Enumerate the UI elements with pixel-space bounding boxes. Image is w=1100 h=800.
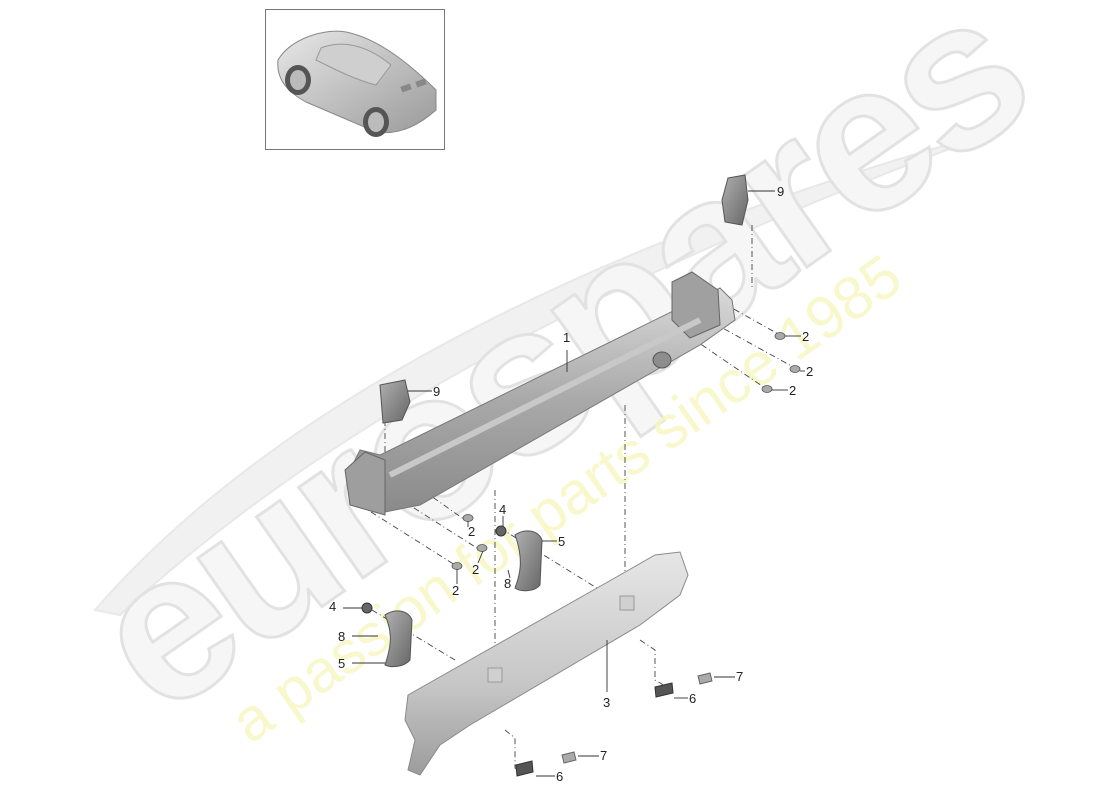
vehicle-thumbnail	[265, 9, 445, 150]
callout-8[interactable]: 8	[338, 629, 346, 644]
callout-3[interactable]: 3	[603, 695, 611, 710]
part-6-clip-right	[654, 682, 674, 698]
part-4-nut-lower	[361, 602, 373, 614]
callout-4[interactable]: 4	[499, 502, 507, 517]
part-5-bracket-lower	[384, 610, 413, 668]
part-7-clip-left	[561, 751, 577, 764]
callout-2[interactable]: 2	[452, 583, 460, 598]
callout-9[interactable]: 9	[433, 384, 441, 399]
callout-2[interactable]: 2	[472, 562, 480, 577]
callout-2[interactable]: 2	[806, 364, 814, 379]
part-1-beam	[344, 271, 736, 516]
part-9-bracket-right	[721, 174, 749, 226]
part-6-clip-left	[515, 760, 534, 777]
callout-5[interactable]: 5	[558, 534, 566, 549]
callout-1[interactable]: 1	[563, 330, 571, 345]
part-7-clip-right	[697, 672, 713, 685]
part-5-bracket-upper	[514, 530, 543, 592]
part-2-bolts	[451, 332, 801, 570]
callout-5[interactable]: 5	[338, 656, 346, 671]
callout-2[interactable]: 2	[789, 383, 797, 398]
callout-9[interactable]: 9	[777, 184, 785, 199]
car-icon	[277, 30, 437, 137]
callout-6[interactable]: 6	[556, 769, 564, 784]
callout-7[interactable]: 7	[600, 748, 608, 763]
callout-7[interactable]: 7	[736, 669, 744, 684]
callout-6[interactable]: 6	[689, 691, 697, 706]
callout-2[interactable]: 2	[468, 524, 476, 539]
callout-4[interactable]: 4	[329, 599, 337, 614]
callout-8[interactable]: 8	[504, 576, 512, 591]
part-4-nut-upper	[495, 525, 507, 537]
part-3-absorber	[404, 551, 689, 776]
part-9-bracket-left	[379, 379, 411, 424]
callout-2[interactable]: 2	[802, 329, 810, 344]
